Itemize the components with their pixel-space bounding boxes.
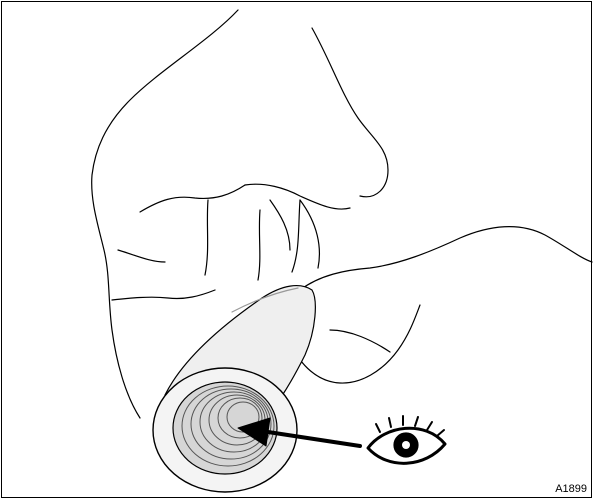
- threaded-nut-icon: [153, 286, 315, 492]
- eye-icon: [368, 416, 445, 463]
- hand-holding-icon: [92, 10, 592, 418]
- figure-id-label: A1899: [555, 483, 587, 495]
